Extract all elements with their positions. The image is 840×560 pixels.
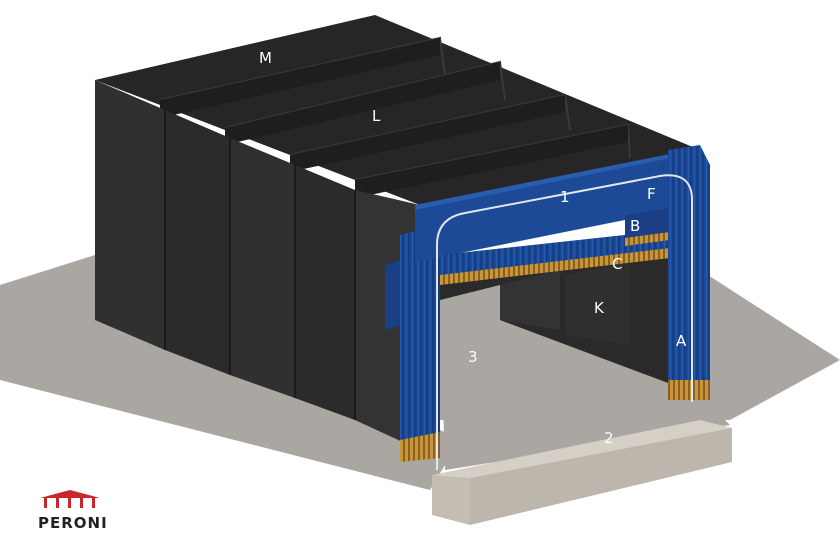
stage-floor-inside: [440, 285, 730, 470]
teaser-top: [415, 148, 700, 262]
logo-roof-icon: [40, 490, 100, 498]
valance-C: [440, 230, 670, 278]
label-L: L: [372, 107, 381, 125]
label-3: 3: [468, 348, 478, 366]
portal-arch: [436, 174, 693, 470]
tormentor-right-fringe: [668, 380, 710, 400]
peroni-logo: PERONI: [38, 490, 108, 532]
label-M: M: [259, 49, 272, 67]
stage-platform-front: [432, 475, 470, 525]
label-2: 2: [604, 429, 614, 447]
label-F: F: [647, 185, 656, 203]
tormentor-right: [668, 145, 710, 395]
tormentor-left: [400, 225, 440, 460]
valance-C-fringe: [440, 248, 670, 285]
small-leg-left: [385, 260, 400, 330]
valance-B-fringe: [625, 232, 670, 246]
logo-text: PERONI: [38, 514, 108, 532]
ceiling-border-faces: [160, 38, 628, 198]
label-A: A: [676, 332, 687, 350]
label-K: K: [594, 299, 605, 317]
tormentor-left-fringe: [400, 432, 440, 462]
label-C: C: [612, 255, 622, 273]
teaser-top-shadow: [415, 148, 700, 210]
label-1: 1: [560, 188, 570, 206]
label-B: B: [630, 217, 640, 235]
left-black-wall: [95, 80, 420, 450]
stage-platform-front-long: [470, 428, 732, 525]
